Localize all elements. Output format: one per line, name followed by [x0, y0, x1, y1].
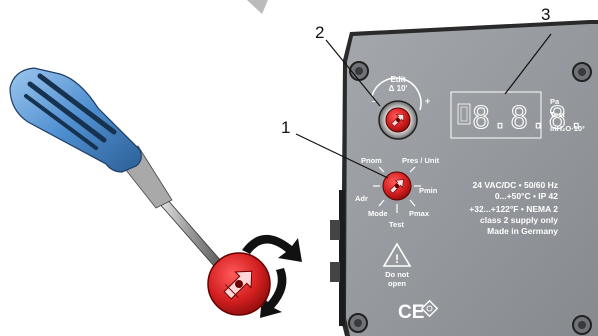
warning-exclamation: !	[395, 252, 399, 266]
callout-lines	[295, 33, 552, 179]
callout-line-1	[295, 133, 389, 179]
mode-label-mode: Mode	[368, 209, 388, 218]
callout-number-1: 1	[281, 118, 290, 137]
mode-label-pnom: Pnom	[361, 156, 382, 165]
spec-line-1: 24 VAC/DC • 50/60 Hz	[473, 180, 559, 190]
mode-label-adr: Adr	[355, 194, 368, 203]
warning-group: ! Do not open	[382, 242, 412, 288]
digital-display: 8.8.8. Pa Test inH₂O·10³	[450, 91, 586, 139]
warning-line-2: open	[388, 279, 406, 288]
display-digits: 8.8.8.	[472, 101, 586, 136]
callout-line-2	[325, 39, 381, 107]
edit-knob-arrow-icon	[391, 114, 404, 127]
spec-line-4: class 2 supply only	[480, 215, 558, 225]
warning-line-1: Do not	[385, 270, 409, 279]
display-unit-inh2o: inH₂O·10³	[550, 124, 585, 133]
edit-knob-label: Edit	[390, 75, 405, 84]
mode-knob-group: Pnom Pres / Unit Adr Pmin Mode Pmax Test	[355, 156, 440, 229]
callout-line-3	[504, 33, 552, 95]
enlarged-knob-arrow-icon	[223, 270, 253, 300]
rotation-arrow-icon	[242, 234, 302, 318]
ce-mark: CE	[398, 302, 424, 323]
edit-knob-group: Edit Δ 10' – +	[371, 75, 430, 140]
mode-label-pmin: Pmin	[419, 186, 438, 195]
callout-number-2: 2	[315, 23, 324, 42]
edit-minus-symbol: –	[372, 96, 377, 106]
screwdriver	[9, 67, 223, 267]
corner-screw-top-right	[572, 62, 592, 82]
mode-label-pmax: Pmax	[409, 209, 430, 218]
mode-knob-ticks	[373, 166, 421, 213]
mode-label-test: Test	[389, 220, 404, 229]
housing-edge-fragment	[247, 0, 268, 14]
spec-line-2: 0...+50°C • IP 42	[495, 191, 558, 201]
corner-screw-top-left	[349, 61, 369, 81]
mode-knob-arrow-icon	[389, 179, 404, 194]
spec-line-5: Made in Germany	[487, 226, 558, 236]
certification-icon	[420, 299, 439, 318]
display-unit-test: Test	[550, 110, 565, 119]
corner-screw-bottom-left	[348, 313, 368, 333]
warning-triangle-icon	[382, 242, 412, 267]
edit-plus-symbol: +	[425, 96, 430, 106]
display-unit-pa: Pa	[550, 97, 560, 106]
callout-number-3: 3	[541, 5, 550, 24]
spec-line-3: +32...+122°F • NEMA 2	[469, 204, 558, 214]
corner-screw-bottom-right	[572, 315, 592, 335]
edit-knob-sublabel: Δ 10'	[389, 84, 408, 93]
device-panel	[330, 20, 598, 336]
spec-text: 24 VAC/DC • 50/60 Hz 0...+50°C • IP 42 +…	[469, 180, 558, 236]
test-indicator-icon	[457, 103, 471, 125]
mode-label-pres-unit: Pres / Unit	[402, 156, 440, 165]
